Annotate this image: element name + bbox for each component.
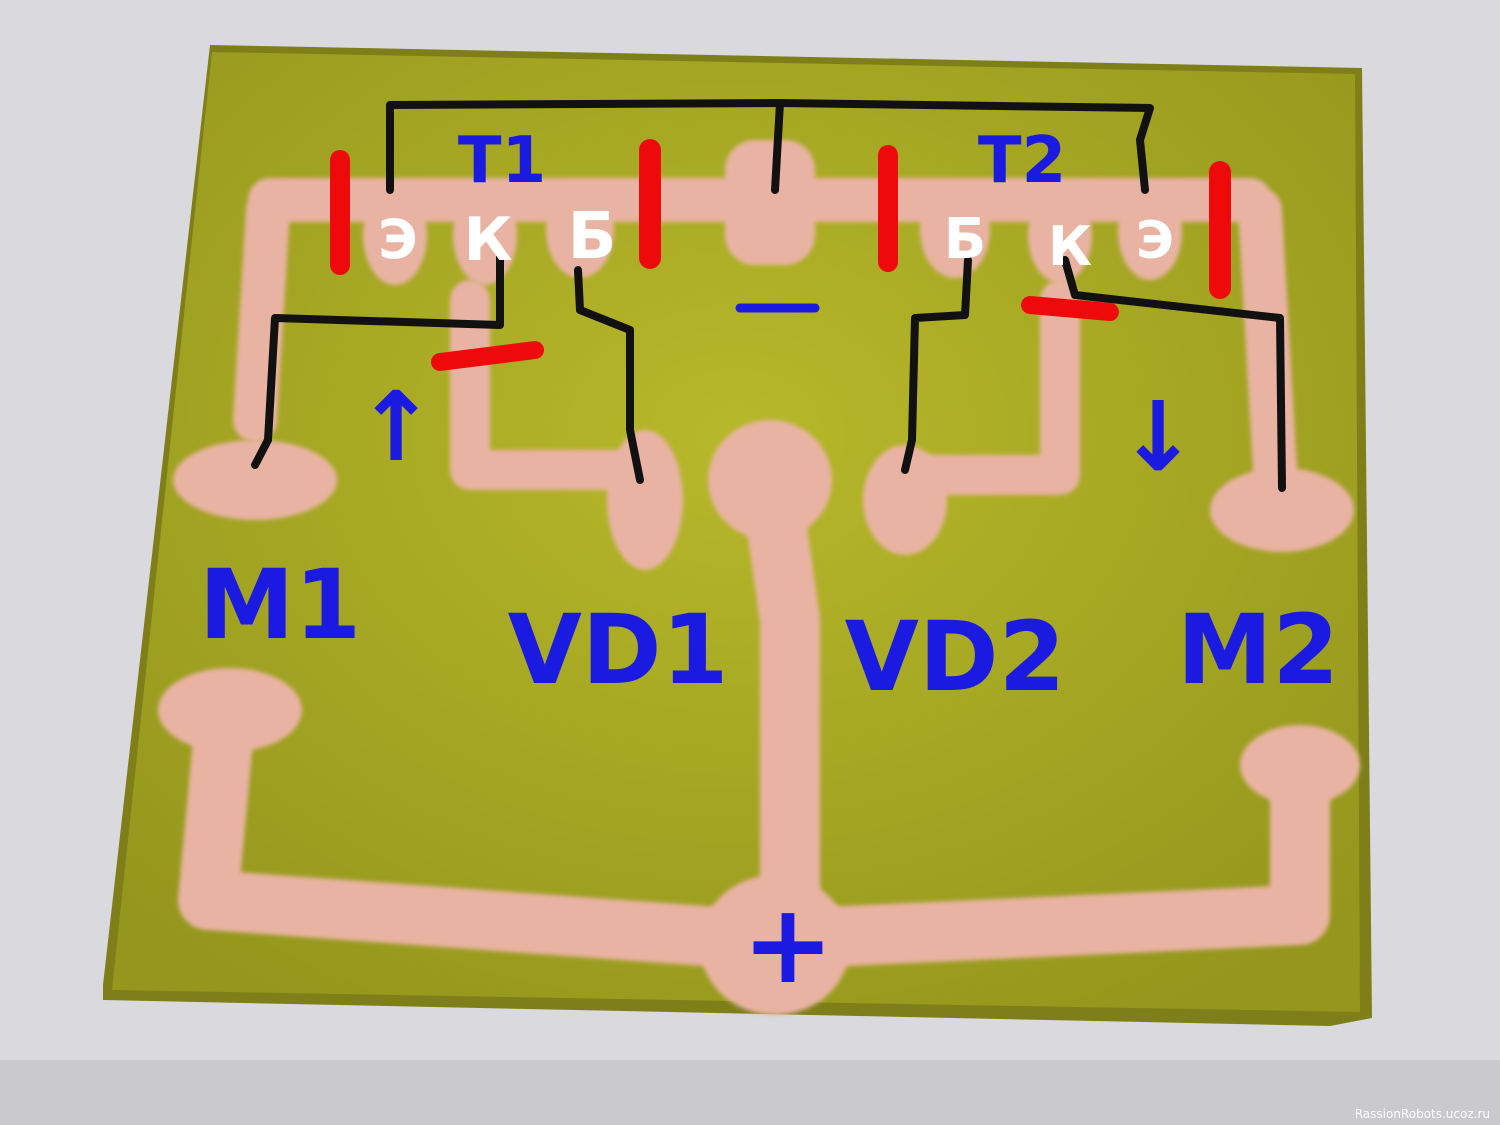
transistor-t1-pins: Э К Б [378,200,616,275]
pad-bottom-right [1240,725,1360,805]
t2-pin-k: К [1048,215,1092,278]
pad-t2-b [920,182,990,278]
trace-right-loop [1238,188,1297,492]
label-vd2: VD2 [845,601,1066,713]
pad-vd2 [863,445,947,555]
mark-red-6 [1021,296,1119,321]
t1-label: T1 [458,124,546,198]
pad-minus [725,140,815,265]
pad-vd1 [607,430,683,570]
label-vd1: VD1 [508,594,729,706]
pad-t2-e [1118,184,1182,280]
pad-t2-k [1028,187,1092,283]
mark-red-5 [431,341,544,371]
arrow-up: ↑ [356,371,436,483]
pad-m2 [1210,468,1354,552]
copper-pads [158,140,1360,1015]
pad-m1 [173,440,337,520]
t1-pin-k: К [463,205,512,275]
wire-minus-drop [771,99,784,194]
pad-t1-e [363,185,427,285]
wire-t2-collector [1061,256,1286,492]
trace-center [740,450,820,970]
t2-pin-b: Б [944,207,987,272]
transistor-t2-pins: Б К Э [944,207,1174,278]
wire-top-bus [386,99,1154,194]
wire-t1-base [574,266,644,484]
pad-plus [700,875,850,1015]
background-shadow [0,1060,1500,1125]
jumper-wires [251,99,1286,492]
wire-t1-collector [251,251,504,469]
pad-t1-b [546,182,614,278]
pad-bottom-left [158,668,302,752]
watermark: RassionRobots.ucoz.ru [1355,1107,1490,1121]
plus-sign: + [742,880,834,1008]
red-marks [330,139,1231,371]
t2-label: T2 [978,124,1066,198]
label-m1: M1 [199,549,361,661]
pad-center [708,420,832,540]
wire-t2-base [901,256,972,474]
label-m2: M2 [1177,594,1339,706]
t1-pin-e: Э [378,208,418,271]
t2-pin-e: Э [1136,211,1174,271]
t1-pin-b: Б [568,200,617,274]
trace-left-loop [233,188,290,442]
arrow-down: ↓ [1118,381,1198,493]
